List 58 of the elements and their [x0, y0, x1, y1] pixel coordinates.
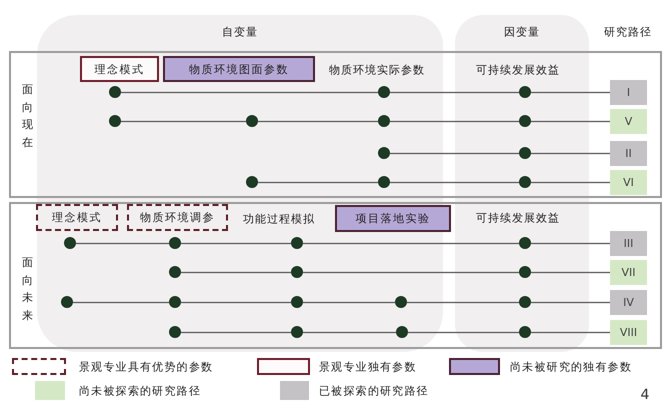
connector-line: [181, 272, 291, 274]
connector-line: [181, 302, 291, 304]
column-heading: 可持续发展效益: [476, 210, 560, 226]
connector-line: [531, 302, 610, 304]
connector-line: [258, 120, 378, 122]
connector-line: [181, 242, 291, 244]
legend-text: 尚未被探索的研究路径: [79, 384, 201, 398]
legend-text: 尚未被研究的独有参数: [510, 360, 632, 374]
connector-line: [531, 120, 610, 122]
research-path-box: VI: [610, 170, 647, 194]
legend-text: 已被探索的研究路径: [319, 384, 429, 398]
column-heading: 可持续发展效益: [476, 62, 560, 78]
connector-line: [76, 242, 169, 244]
parameter-box: 理念模式: [80, 56, 159, 82]
research-path-box: II: [610, 140, 647, 166]
column-heading: 功能过程模拟: [243, 212, 315, 226]
research-path-box: VIII: [610, 320, 647, 344]
research-path-box: I: [610, 80, 647, 104]
connector-line: [121, 120, 246, 122]
column-heading: 研究路径: [604, 24, 652, 40]
research-path-box: VII: [610, 260, 647, 284]
connector-line: [181, 332, 291, 334]
page-number: 4: [640, 387, 650, 403]
research-path-box: V: [610, 108, 647, 134]
connector-line: [390, 152, 519, 154]
connector-line: [258, 182, 378, 184]
connector-line: [531, 332, 610, 334]
connector-line: [531, 272, 610, 274]
connector-line: [390, 120, 519, 122]
connector-line: [73, 302, 169, 304]
connector-line: [531, 182, 610, 184]
row-group-frame: [9, 202, 662, 349]
column-heading: 物质环境实际参数: [329, 62, 425, 78]
row-heading: 面向未来: [22, 255, 33, 324]
connector-line: [121, 92, 378, 94]
connector-line: [408, 332, 519, 334]
parameter-box: 理念模式: [36, 204, 118, 231]
connector-line: [303, 272, 519, 274]
parameter-box: 物质环境图面参数: [163, 56, 315, 82]
column-heading: 自变量: [222, 24, 258, 40]
row-group-frame: [9, 51, 662, 198]
connector-line: [303, 302, 395, 304]
legend-text: 景观专业具有优势的参数: [79, 360, 214, 374]
connector-line: [390, 92, 519, 94]
connector-line: [303, 242, 519, 244]
connector-line: [303, 332, 396, 334]
parameter-box: 项目落地实验: [335, 205, 451, 232]
column-heading: 因变量: [504, 24, 540, 40]
connector-line: [531, 152, 610, 154]
connector-line: [531, 242, 610, 244]
legend-text: 景观专业独有参数: [319, 360, 417, 374]
research-path-box: III: [610, 230, 647, 256]
connector-line: [531, 92, 610, 94]
row-heading: 面向现在: [22, 82, 33, 151]
connector-line: [407, 302, 519, 304]
connector-line: [390, 182, 519, 184]
research-path-box: IV: [610, 290, 647, 314]
parameter-box: 物质环境调参: [127, 204, 228, 231]
